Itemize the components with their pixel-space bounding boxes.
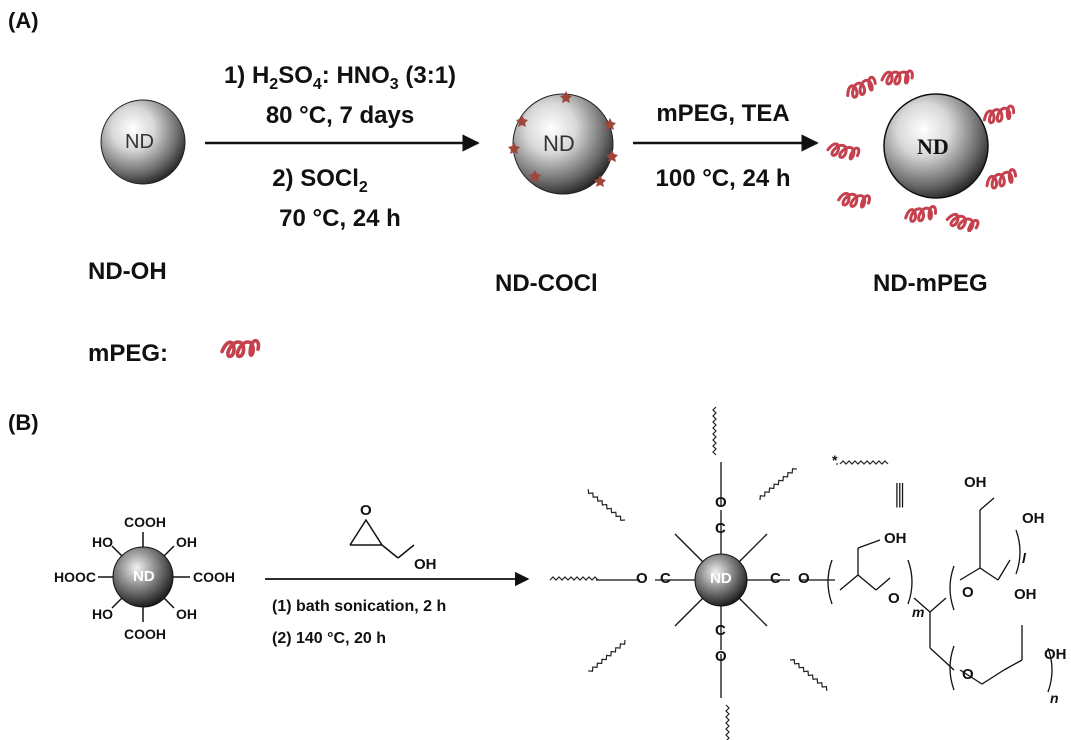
start-bonds: [98, 532, 190, 622]
step2-conditions: 100 °C, 24 h: [655, 165, 791, 192]
step1-line1-pre: 1) H: [223, 62, 270, 89]
step1-temp-time: 80 °C, 7 days: [265, 102, 415, 129]
pg-oh-2: OH: [964, 474, 987, 491]
glycidol-structure: [349, 518, 415, 559]
name-nd-oh: ND-OH: [88, 258, 167, 285]
ester-o-left: O: [636, 570, 648, 587]
group-bottom: COOH: [124, 626, 166, 642]
pg-o-2: O: [962, 584, 974, 601]
pg-o-3: O: [962, 666, 974, 683]
nd-oh-particle-label: ND: [125, 131, 154, 153]
glycidol-o: O: [360, 502, 372, 519]
ester-c-right: C: [770, 570, 781, 587]
cocl-star-markers: [508, 91, 618, 187]
product-ester-bonds: [596, 462, 790, 698]
nd-oh-particle: [100, 99, 186, 185]
nd-mpeg-particle-label: ND: [917, 134, 949, 159]
step1-socl2: 2) SOCl2: [195, 165, 445, 197]
pg-sub-n: n: [1050, 690, 1059, 706]
pg-oh-3: OH: [1022, 510, 1045, 527]
group-upper-right: OH: [176, 534, 197, 550]
pg-o-1: O: [888, 590, 900, 607]
group-lower-right: OH: [176, 606, 197, 622]
panel-b-label: (B): [8, 410, 39, 435]
group-left: HOOC: [54, 569, 96, 585]
step1-line1-mid2: : HNO: [321, 62, 390, 89]
step1-sub2: 4: [312, 75, 322, 93]
equivalence-symbol: |||: [894, 478, 905, 508]
glycidol-oh: OH: [414, 556, 437, 573]
mpeg-legend-label: mPEG:: [88, 340, 169, 367]
ester-c-top: C: [715, 520, 726, 537]
step1-sub1: 2: [269, 75, 279, 93]
step1-sub3: 3: [389, 75, 399, 93]
group-upper-left: HO: [92, 534, 113, 550]
pg-sub-m: m: [912, 604, 925, 620]
arm-star: *: [832, 452, 838, 468]
group-lower-left: HO: [92, 606, 113, 622]
pg-sub-l: l: [1022, 550, 1026, 566]
nd-cocl-particle-label: ND: [543, 131, 575, 156]
pg-oh-5: OH: [1044, 646, 1067, 663]
name-nd-mpeg: ND-mPEG: [873, 270, 988, 297]
ester-o-right: O: [798, 570, 810, 587]
ester-c-bottom: C: [715, 622, 726, 639]
ester-o-top: O: [715, 494, 727, 511]
ester-c-left: C: [660, 570, 671, 587]
condition-1: (1) bath sonication, 2 h: [272, 598, 447, 615]
nd-product-label: ND: [710, 570, 732, 587]
mpeg-legend-icon: [220, 338, 261, 359]
step1-line1-post: (3:1): [398, 62, 457, 89]
group-right: COOH: [193, 569, 235, 585]
step2-reagents: mPEG, TEA: [656, 100, 790, 127]
step1-reagents: 1) H2SO4: HNO3 (3:1): [195, 62, 485, 94]
nd-mpeg-particle: [883, 93, 989, 199]
step1-socl2-conditions: 70 °C, 24 h: [279, 205, 401, 232]
step1-line1-mid1: SO: [278, 62, 313, 89]
pg-oh-1: OH: [884, 530, 907, 547]
panel-a-label: (A): [8, 8, 39, 33]
step1-line3-sub: 2: [358, 178, 368, 196]
name-nd-cocl: ND-COCl: [495, 270, 598, 297]
step1-line3-pre: 2) SOCl: [272, 165, 359, 192]
pg-oh-4: OH: [1014, 586, 1037, 603]
group-top: COOH: [124, 514, 166, 530]
polyglycerol-structure: [800, 497, 1053, 693]
ester-o-bottom: O: [715, 648, 727, 665]
nd-start-label: ND: [133, 568, 155, 585]
condition-2: (2) 140 °C, 20 h: [272, 630, 386, 647]
